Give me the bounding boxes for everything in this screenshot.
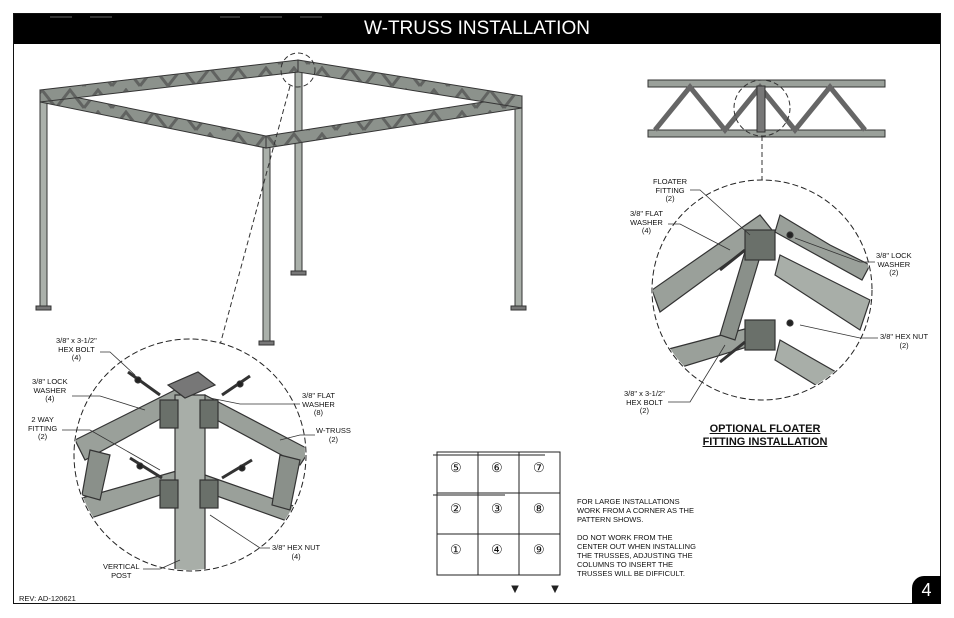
label-hex-nut-floater: 3/8" HEX NUT (2) xyxy=(880,332,929,350)
label-hex-bolt-floater: 3/8" x 3-1/2" HEX BOLT (2) xyxy=(624,389,665,415)
page-frame xyxy=(13,13,941,604)
grid-cell-2: ② xyxy=(450,501,462,516)
label-lock-washer-main: 3/8" LOCK WASHER (4) xyxy=(32,377,68,403)
label-flat-washer-main: 3/8" FLAT WASHER (8) xyxy=(302,391,335,417)
label-two-way-fitting: 2 WAY FITTING (2) xyxy=(28,415,58,441)
revision-label: REV: AD-120621 xyxy=(19,594,76,603)
label-vertical-post: VERTICAL POST xyxy=(103,562,140,580)
detail-callout-small xyxy=(280,52,316,88)
header-dash xyxy=(50,16,72,18)
gazebo-frame-illustration xyxy=(35,59,527,346)
page-number: 4 xyxy=(912,576,941,604)
label-floater-fitting: FLOATER FITTING (2) xyxy=(653,177,688,203)
note-large-installations: FOR LARGE INSTALLATIONS WORK FROM A CORN… xyxy=(577,497,694,524)
label-flat-washer-floater: 3/8" FLAT WASHER (4) xyxy=(630,209,663,235)
grid-cell-9: ⑨ xyxy=(533,542,545,557)
page-title: W-TRUSS INSTALLATION xyxy=(364,18,590,39)
header-dash xyxy=(300,16,322,18)
grid-cell-6: ⑥ xyxy=(491,460,503,475)
header-dash xyxy=(90,16,112,18)
grid-cell-3: ③ xyxy=(491,501,503,516)
label-leaders-main xyxy=(62,351,315,570)
header-dash xyxy=(260,16,282,18)
label-hex-nut-main: 3/8" HEX NUT (4) xyxy=(272,543,321,561)
grid-cell-5: ⑤ xyxy=(450,460,462,475)
truss-elevation-illustration xyxy=(647,79,886,198)
label-lock-washer-floater: 3/8" LOCK WASHER (2) xyxy=(876,251,912,277)
note-do-not-work-center: DO NOT WORK FROM THE CENTER OUT WHEN INS… xyxy=(577,533,696,578)
header-dash xyxy=(220,16,240,18)
label-leaders-floater xyxy=(668,189,878,403)
title-bar xyxy=(14,14,940,44)
installation-order-grid xyxy=(433,451,561,594)
label-hex-bolt-main: 3/8" x 3-1/2" HEX BOLT (4) xyxy=(56,336,97,362)
grid-cell-8: ⑧ xyxy=(533,501,545,516)
corner-detail-illustration xyxy=(73,338,307,572)
grid-cell-4: ④ xyxy=(491,542,503,557)
label-w-truss: W-TRUSS (2) xyxy=(316,426,351,444)
floater-detail-illustration xyxy=(651,179,873,401)
callout-leader xyxy=(219,85,291,346)
grid-cell-7: ⑦ xyxy=(533,460,545,475)
grid-cell-1: ① xyxy=(450,542,462,557)
optional-floater-title: OPTIONAL FLOATER FITTING INSTALLATION xyxy=(702,423,828,448)
